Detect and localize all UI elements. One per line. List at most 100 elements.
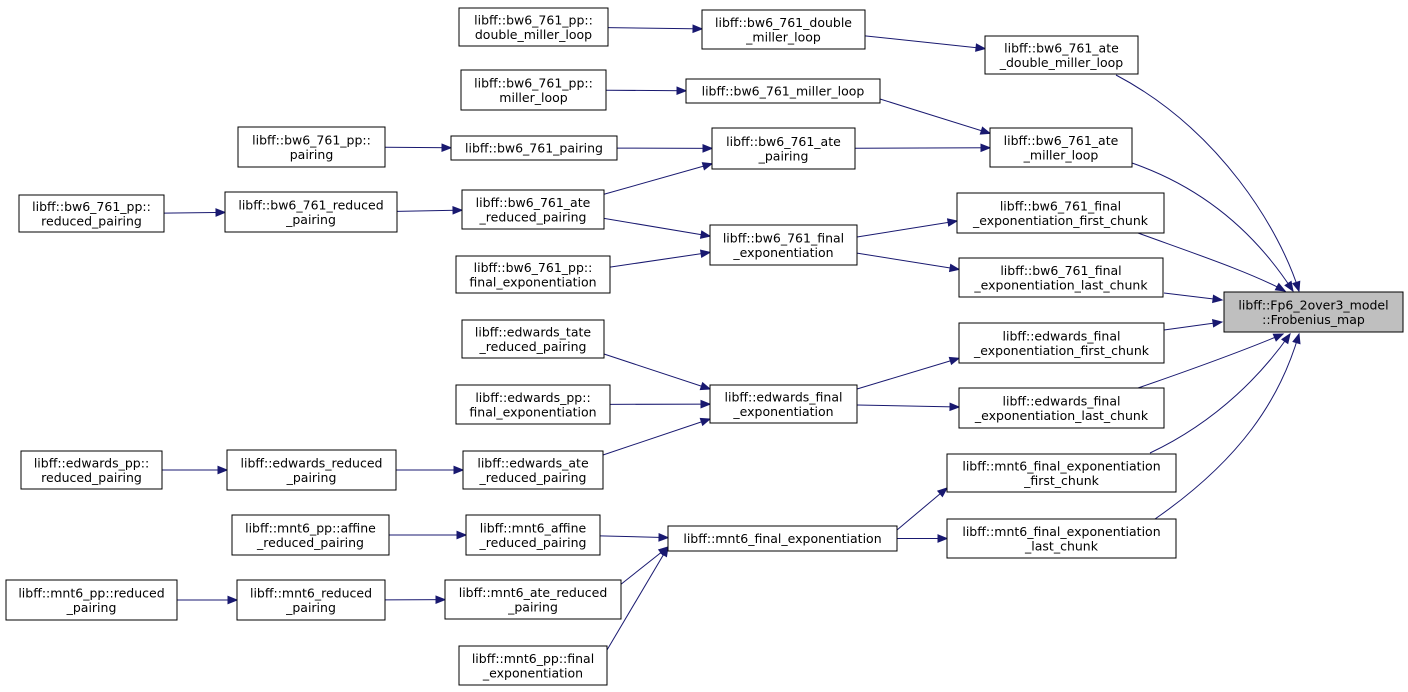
arrowhead-icon (1272, 333, 1285, 342)
graph-node[interactable]: libff::mnt6_final_exponentiation_last_ch… (946, 518, 1177, 559)
graph-node[interactable]: libff::edwards_final_exponentiation (709, 384, 858, 424)
edge-arrow (396, 205, 464, 215)
node-label: _miller_loop (1023, 147, 1099, 162)
node-label: _exponentiation_last_chunk (974, 408, 1149, 423)
graph-node[interactable]: libff::bw6_761_final_exponentiation (709, 224, 858, 266)
graph-node[interactable]: libff::bw6_761_ate_reduced_pairing (461, 189, 605, 230)
arrowhead-icon (936, 487, 949, 498)
graph-node[interactable]: libff::bw6_761_reduced_pairing (224, 191, 398, 233)
node-label: _pairing (285, 600, 336, 615)
edge-arrow (602, 417, 712, 456)
graph-node[interactable]: libff::mnt6_affine_reduced_pairing (465, 514, 601, 556)
node-box (685, 78, 881, 104)
node-label: _reduced_pairing (256, 535, 364, 550)
node-label: _first_chunk (1023, 473, 1100, 488)
edge-arrow (1163, 319, 1224, 331)
arrowhead-icon (1284, 280, 1294, 293)
graph-node[interactable]: libff::edwards_pp::final_exponentiation (455, 384, 611, 425)
node-box (224, 191, 398, 233)
node-box (1223, 291, 1404, 333)
graph-node[interactable]: libff::edwards_ate_reduced_pairing (462, 450, 604, 490)
graph-node[interactable]: libff::edwards_tate_reduced_pairing (461, 319, 605, 359)
edge-line (396, 209, 463, 212)
node-label: miller_loop (499, 90, 567, 105)
node-box (958, 322, 1165, 364)
edge-line (864, 35, 986, 50)
node-label: _pairing (507, 599, 558, 614)
node-label: libff::bw6_761_double (715, 15, 852, 30)
graph-node[interactable]: libff::bw6_761_pp::double_miller_loop (458, 7, 609, 47)
node-label: final_exponentiation (469, 274, 596, 289)
node-box (461, 319, 605, 359)
graph-node[interactable]: libff::mnt6_pp::final_exponentiation (458, 645, 608, 686)
graph-node[interactable]: libff::edwards_final_exponentiation_last… (958, 387, 1165, 429)
node-label: libff::edwards_final (725, 389, 843, 404)
node-box (20, 450, 163, 490)
node-label: libff::mnt6_pp::final (472, 651, 594, 666)
graph-node[interactable]: libff::edwards_pp::reduced_pairing (20, 450, 163, 490)
graph-node[interactable]: libff::bw6_761_final_exponentiation_last… (958, 257, 1164, 298)
node-box (5, 579, 178, 621)
edge-line (603, 217, 711, 237)
node-label: _exponentiation (482, 665, 583, 680)
node-box (711, 127, 856, 170)
graph-node[interactable]: libff::bw6_761_miller_loop (685, 78, 881, 104)
edge-arrow (864, 35, 987, 52)
arrowhead-icon (456, 530, 468, 540)
node-label: _last_chunk (1024, 538, 1099, 553)
edge-arrow (879, 98, 992, 135)
node-label: _reduced_pairing (479, 535, 587, 550)
graph-node[interactable]: libff::bw6_761_pp::final_exponentiation (455, 255, 611, 294)
node-label: double_miller_loop (475, 27, 592, 42)
node-label: libff::edwards_final (1003, 393, 1121, 408)
graph-node[interactable]: libff::mnt6_pp::reduced_pairing (5, 579, 178, 621)
graph-node[interactable]: libff::bw6_761_ate_miller_loop (989, 127, 1133, 168)
graph-node[interactable]: libff::bw6_761_pp::pairing (237, 126, 386, 168)
node-label: _exponentiation_first_chunk (972, 213, 1149, 228)
node-label: _miller_loop (745, 29, 821, 44)
node-label: libff::mnt6_pp::reduced (18, 585, 164, 600)
graph-node[interactable]: libff::mnt6_final_exponentiation (667, 525, 898, 552)
node-box (709, 224, 858, 266)
node-label: reduced_pairing (41, 213, 142, 228)
edges (162, 24, 1301, 651)
graph-node[interactable]: libff::bw6_761_pp::miller_loop (460, 69, 607, 111)
graph-node[interactable]: libff::mnt6_ate_reduced_pairing (444, 579, 622, 620)
arrowhead-icon (452, 205, 464, 215)
node-box (984, 35, 1139, 75)
node-box (226, 449, 397, 491)
node-label: _exponentiation (732, 245, 833, 260)
node-label: reduced_pairing (41, 470, 142, 485)
graph-node[interactable]: libff::bw6_761_ate_double_miller_loop (984, 35, 1139, 75)
graph-node[interactable]: libff::edwards_reduced_pairing (226, 449, 397, 491)
graph-node[interactable]: libff::edwards_final_exponentiation_firs… (958, 322, 1165, 364)
node-label: libff::bw6_761_ate (726, 134, 841, 149)
edge-arrow (1137, 232, 1287, 292)
graph-node[interactable]: libff::mnt6_final_exponentiation_first_c… (946, 453, 1177, 493)
graph-node[interactable]: libff::mnt6_reduced_pairing (236, 579, 386, 621)
node-box (701, 9, 866, 50)
root-node[interactable]: libff::Fp6_2over3_model::Frobenius_map (1223, 291, 1404, 333)
arrowhead-icon (980, 143, 992, 153)
node-label: libff::bw6_761_final (1000, 263, 1121, 278)
edge-line (879, 98, 991, 134)
graph-node[interactable]: libff::bw6_761_ate_pairing (711, 127, 856, 170)
graph-node[interactable]: libff::bw6_761_pairing (450, 135, 618, 161)
arrowhead-icon (699, 381, 712, 391)
node-label: libff::mnt6_reduced (250, 585, 372, 600)
edge-line (1131, 162, 1294, 292)
arrowhead-icon (948, 263, 961, 273)
arrowhead-icon (1292, 332, 1301, 345)
node-label: _reduced_pairing (479, 209, 587, 224)
graph-node[interactable]: libff::bw6_761_final_exponentiation_firs… (956, 192, 1165, 234)
edge-line (609, 251, 711, 268)
graph-node[interactable]: libff::bw6_761_double_miller_loop (701, 9, 866, 50)
node-box (231, 514, 390, 556)
node-label: libff::bw6_761_pairing (465, 141, 603, 156)
edge-line (599, 535, 669, 539)
edge-arrow (854, 143, 992, 153)
arrowhead-icon (1274, 282, 1287, 292)
graph-node[interactable]: libff::bw6_761_pp::reduced_pairing (18, 194, 165, 233)
graph-node[interactable]: libff::mnt6_pp::affine_reduced_pairing (231, 514, 390, 556)
edge-arrow (1154, 332, 1301, 520)
